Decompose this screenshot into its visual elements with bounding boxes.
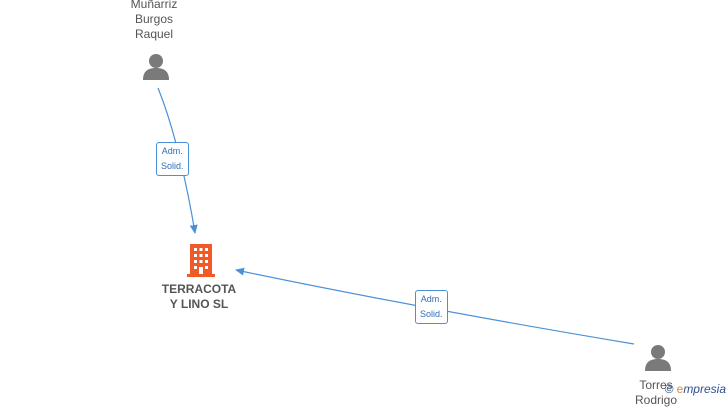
copyright-symbol: ©	[664, 382, 674, 396]
person-name-top[interactable]: Muñarriz Burgos Raquel	[118, 0, 190, 42]
company-name[interactable]: TERRACOTA Y LINO SL	[150, 282, 248, 312]
edge-label-line: Adm.	[420, 294, 442, 304]
company-name-line: Y LINO SL	[169, 297, 229, 311]
person-name-line: Burgos	[134, 12, 174, 26]
person-icon[interactable]	[643, 343, 673, 371]
brand-name: mpresia	[683, 382, 726, 396]
company-name-line: TERRACOTA	[161, 282, 237, 296]
building-icon[interactable]	[185, 242, 217, 278]
person-icon[interactable]	[141, 52, 171, 80]
edge-label-line: Solid.	[161, 161, 184, 171]
edge-label-adm-solid-right[interactable]: Adm. Solid.	[415, 290, 448, 324]
person-name-line: Muñarriz	[130, 0, 178, 11]
empresia-watermark: © empresia	[664, 382, 726, 396]
edge-label-line: Solid.	[420, 309, 443, 319]
brand-initial: e	[676, 382, 684, 396]
edge-label-line: Adm.	[161, 146, 183, 156]
person-name-line: Raquel	[134, 27, 174, 41]
person-name-line: Torres	[639, 378, 673, 392]
edge-label-adm-solid-top[interactable]: Adm. Solid.	[156, 142, 189, 176]
